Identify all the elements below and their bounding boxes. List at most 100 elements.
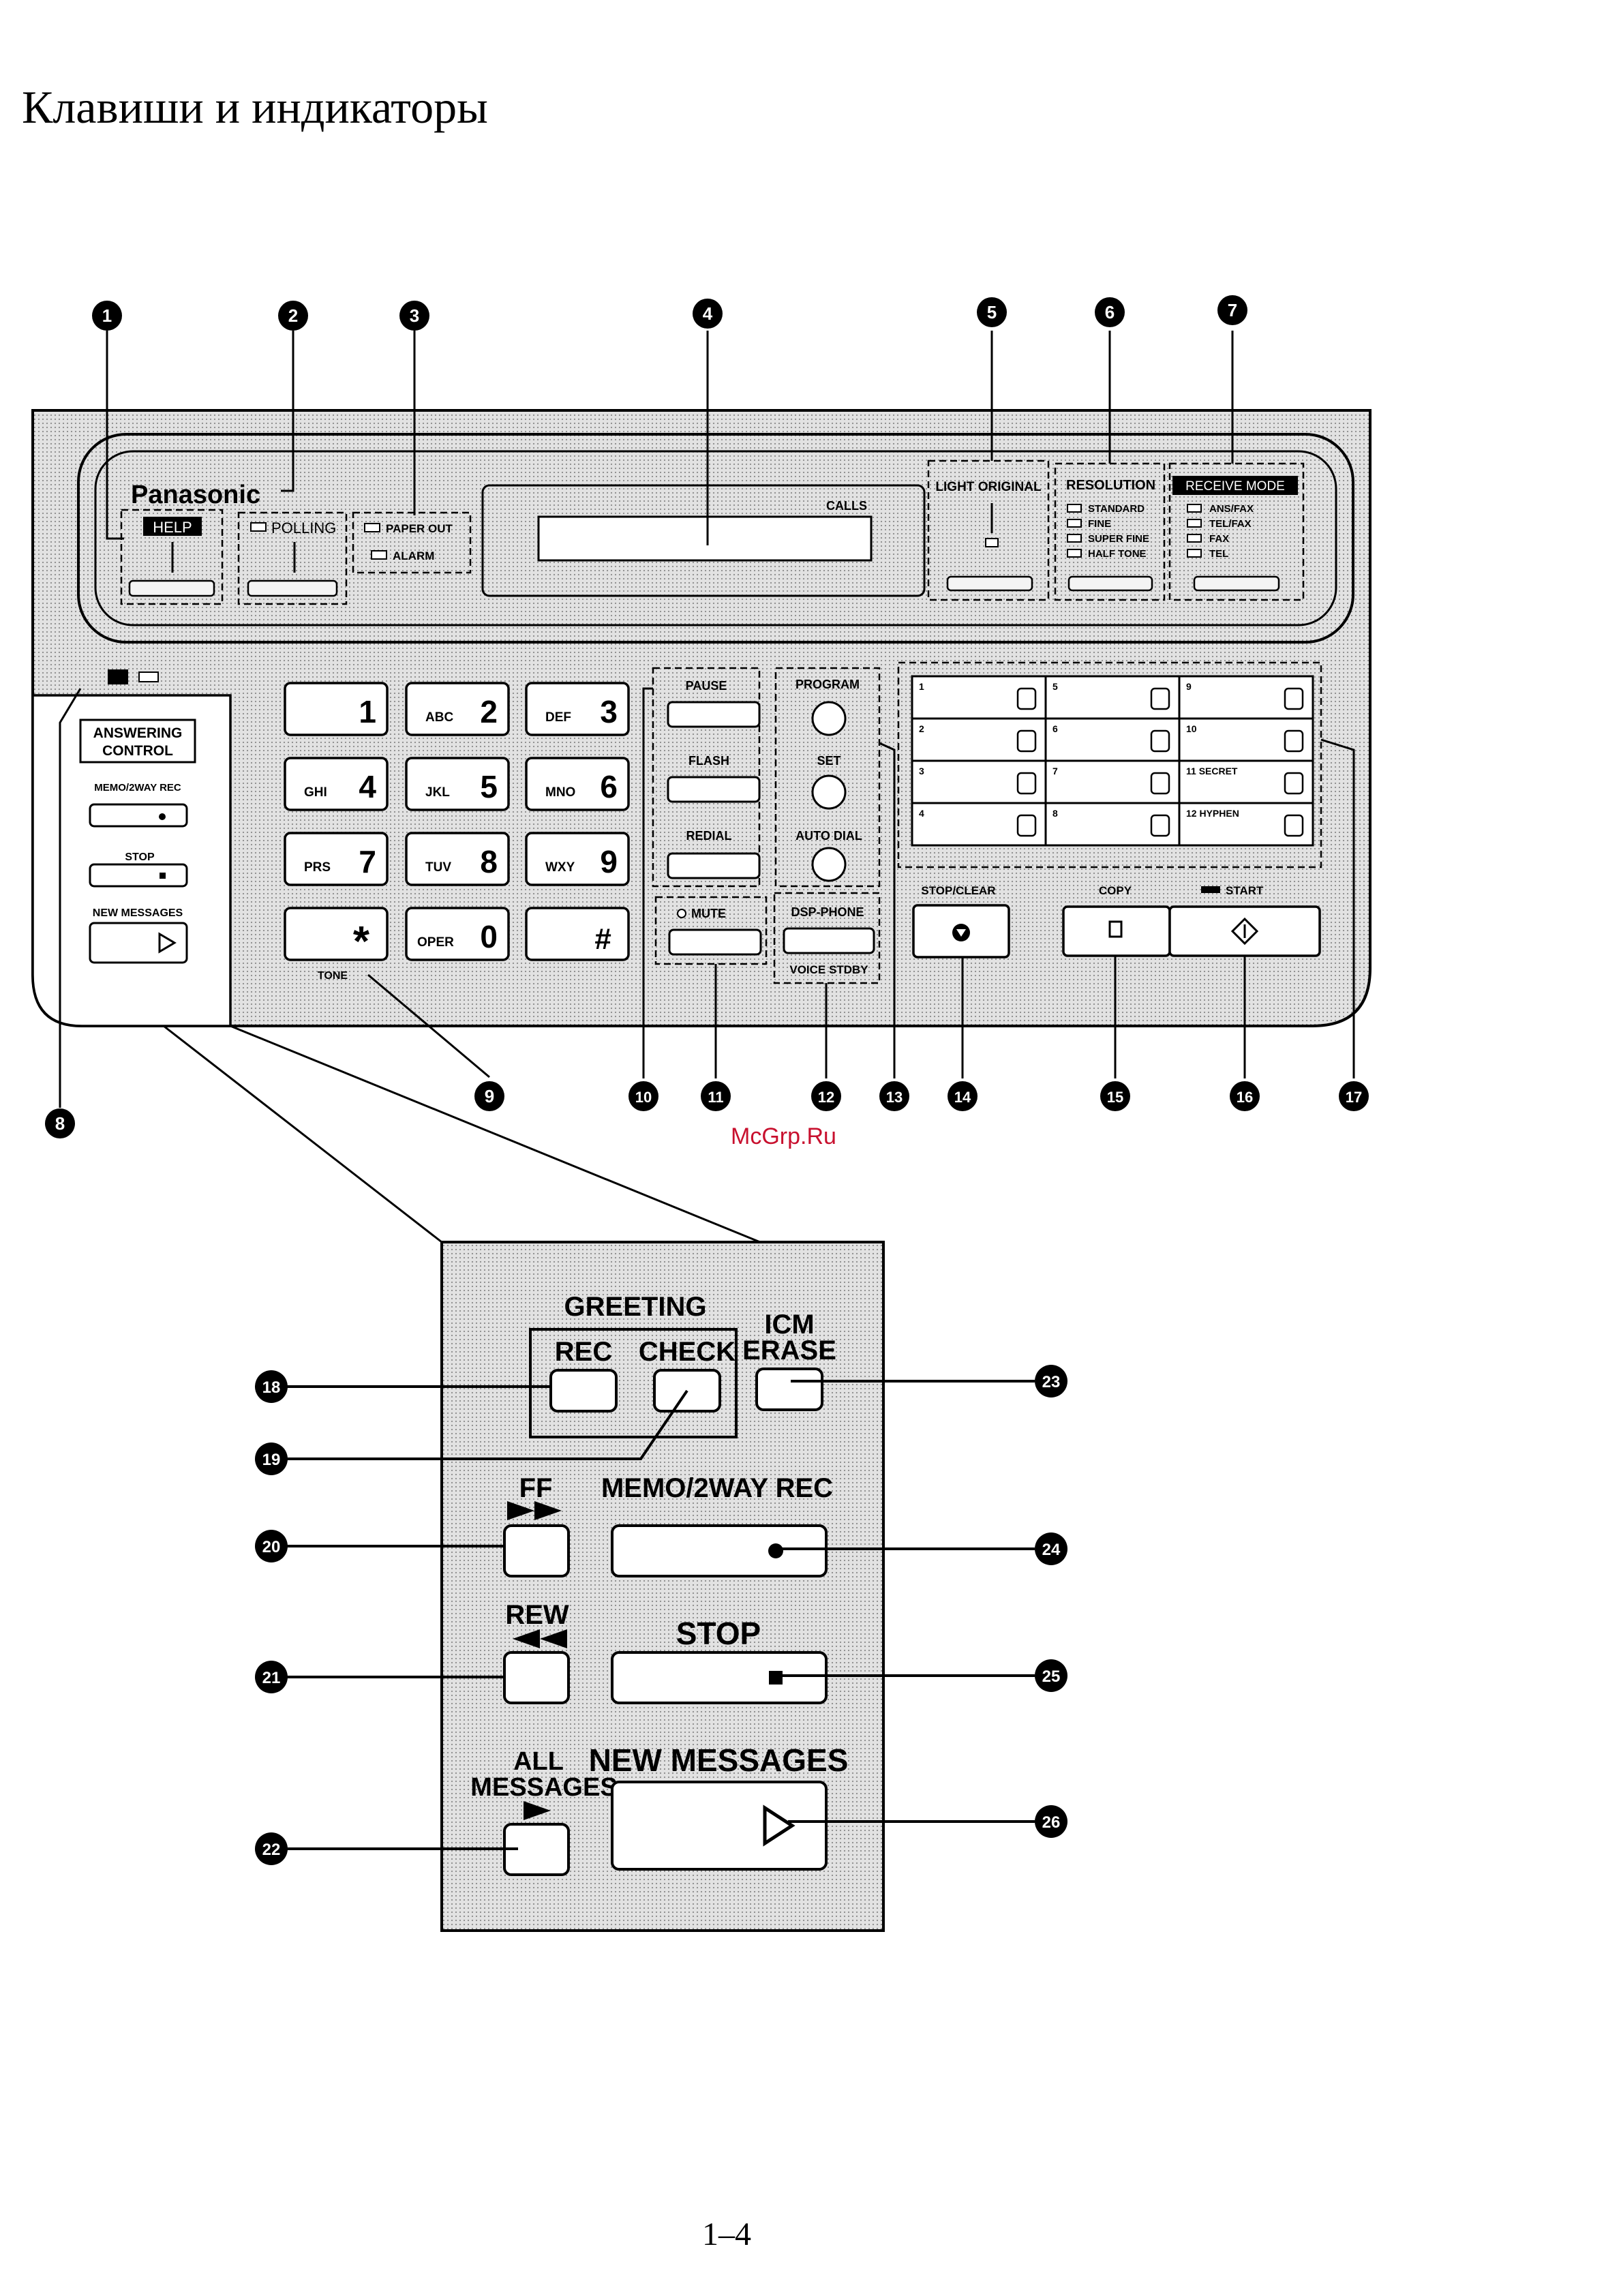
callout-number: 14 xyxy=(954,1089,971,1106)
key-3[interactable] xyxy=(525,682,630,736)
flash-button[interactable] xyxy=(667,776,761,803)
callout-number: 18 xyxy=(262,1378,281,1397)
key-3-digit: 3 xyxy=(600,694,618,729)
key-hash[interactable] xyxy=(525,907,630,961)
callout-number: 5 xyxy=(987,302,997,322)
memo-2way-rec-button[interactable] xyxy=(89,803,188,828)
polling-label: POLLING xyxy=(271,519,336,537)
one-touch-label: 10 xyxy=(1186,723,1197,734)
resolution-option: HALF TONE xyxy=(1088,548,1147,560)
key-6-digit: 6 xyxy=(600,769,618,804)
rewind-icon xyxy=(513,1629,567,1648)
callout-leaders xyxy=(59,331,1355,1108)
resolution-button[interactable] xyxy=(1067,575,1153,592)
key-5[interactable] xyxy=(405,757,510,811)
auto-dial-button[interactable] xyxy=(811,847,847,882)
key-8[interactable] xyxy=(405,832,510,886)
key-2[interactable] xyxy=(405,682,510,736)
lcd-display xyxy=(537,515,873,562)
memo-2way-rec-detail-label: MEMO/2WAY REC xyxy=(601,1473,833,1503)
callout-number: 24 xyxy=(1042,1541,1061,1559)
receive-mode-button[interactable] xyxy=(1193,575,1280,592)
one-touch-buttons: 1 5 9 2 6 10 3 7 11 SECRET 4 8 12 H xyxy=(911,675,1314,847)
redial-button[interactable] xyxy=(667,852,761,879)
start-label: START xyxy=(1226,884,1264,897)
one-touch-button[interactable] xyxy=(1178,802,1314,847)
dial-functions-group xyxy=(652,667,761,888)
program-label: PROGRAM xyxy=(796,678,860,691)
greeting-rec-button[interactable] xyxy=(549,1369,618,1413)
paper-out-led xyxy=(364,523,380,532)
callout-number: 11 xyxy=(708,1089,723,1106)
new-messages-button[interactable] xyxy=(89,922,188,964)
play-icon xyxy=(763,1804,796,1847)
greeting-label: GREETING xyxy=(564,1292,707,1322)
callout-number: 25 xyxy=(1042,1667,1061,1686)
polling-button[interactable] xyxy=(247,579,338,597)
pause-label: PAUSE xyxy=(686,679,727,693)
callout-number: 20 xyxy=(262,1538,281,1556)
callout-number: 16 xyxy=(1237,1089,1253,1106)
stop-square-icon xyxy=(160,873,166,879)
mute-button[interactable] xyxy=(668,928,762,956)
key-2-letters: ABC xyxy=(425,710,453,725)
greeting-rec-label: REC xyxy=(555,1337,612,1367)
help-button[interactable] xyxy=(128,579,215,597)
all-messages-label: MESSAGES xyxy=(470,1773,617,1802)
detail-callout-leaders xyxy=(286,1380,1035,1850)
callout-number: 3 xyxy=(410,305,419,326)
pause-button[interactable] xyxy=(667,701,761,728)
key-8-letters: TUV xyxy=(425,860,451,875)
set-button[interactable] xyxy=(811,774,847,810)
ff-button[interactable] xyxy=(503,1524,570,1577)
answer-led xyxy=(138,671,159,682)
stop-square-icon xyxy=(769,1671,783,1685)
answer-led-block xyxy=(108,669,128,684)
memo-2way-rec-label: MEMO/2WAY REC xyxy=(94,782,181,794)
callout-number: 12 xyxy=(818,1089,834,1106)
key-4[interactable] xyxy=(284,757,389,811)
brand-logo: Panasonic xyxy=(131,481,260,509)
stop-detail-button[interactable] xyxy=(611,1651,828,1704)
icm-erase-button[interactable] xyxy=(755,1368,823,1411)
paper-out-label: PAPER OUT xyxy=(386,522,453,535)
program-button[interactable] xyxy=(811,701,847,736)
one-touch-label: 8 xyxy=(1052,808,1058,819)
key-1[interactable] xyxy=(284,682,389,736)
callout-number: 4 xyxy=(703,303,713,324)
one-touch-label: 3 xyxy=(919,766,924,776)
dsp-phone-button[interactable] xyxy=(783,927,875,954)
receive-mode-label: RECEIVE MODE xyxy=(1185,479,1285,494)
one-touch-label: 6 xyxy=(1052,723,1058,734)
callout-number: 10 xyxy=(635,1089,652,1106)
flash-label: FLASH xyxy=(688,754,729,768)
key-7[interactable] xyxy=(284,832,389,886)
one-touch-label: 2 xyxy=(919,723,924,734)
callout-number: 22 xyxy=(262,1841,281,1859)
start-diamond-icon xyxy=(1230,917,1259,946)
key-6[interactable] xyxy=(525,757,630,811)
one-touch-label: 1 xyxy=(919,681,924,692)
alarm-led xyxy=(371,550,387,560)
key-0[interactable] xyxy=(405,907,510,961)
key-9[interactable] xyxy=(525,832,630,886)
keypad: 1 ABC 2 DEF 3 GHI 4 JKL 5 MNO 6 PRS 7 TU… xyxy=(284,682,630,982)
key-3-letters: DEF xyxy=(545,710,571,725)
stop-button[interactable] xyxy=(89,863,188,888)
new-messages-detail-button[interactable] xyxy=(611,1781,828,1871)
receive-mode-label-bg xyxy=(1172,476,1298,495)
polling-group xyxy=(237,511,348,605)
page-number: 1–4 xyxy=(702,2216,751,2252)
callout-number: 7 xyxy=(1228,300,1237,320)
key-star[interactable] xyxy=(284,907,389,961)
light-original-button[interactable] xyxy=(946,575,1033,592)
memo-2way-rec-detail-button[interactable] xyxy=(611,1524,828,1577)
receive-mode-option: FAX xyxy=(1209,533,1229,545)
receive-mode-option: ANS/FAX xyxy=(1209,503,1254,515)
stop-detail-label: STOP xyxy=(676,1616,761,1651)
greeting-group-box xyxy=(529,1328,738,1438)
key-5-digit: 5 xyxy=(480,769,498,804)
callout-number: 2 xyxy=(288,305,298,326)
rew-button[interactable] xyxy=(503,1651,570,1704)
